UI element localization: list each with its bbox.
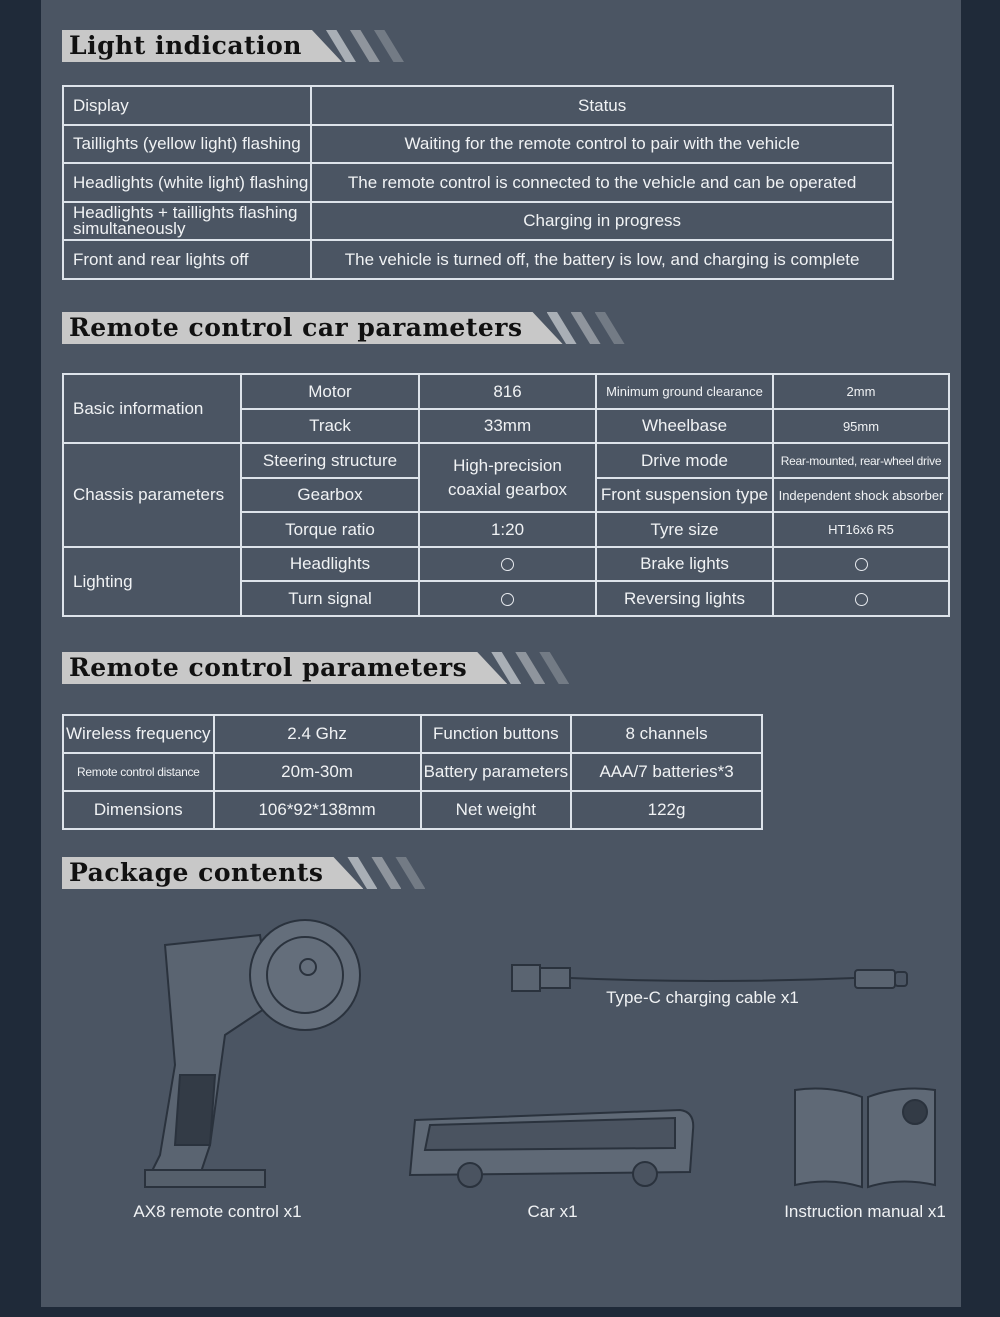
instruction-manual-image xyxy=(794,1087,936,1189)
section-header-remote: Remote control parameters xyxy=(62,652,570,684)
section-header-car: Remote control car parameters xyxy=(62,312,625,344)
package-remote-label: AX8 remote control x1 xyxy=(133,1202,302,1221)
remote-control-image xyxy=(144,919,361,1188)
available-circle-icon xyxy=(854,558,868,572)
section-header-light: Light indication xyxy=(62,30,404,62)
available-circle-icon xyxy=(501,558,514,572)
stripes-decoration xyxy=(491,652,570,684)
available-circle-icon xyxy=(854,592,868,606)
package-manual-label: Instruction manual x1 xyxy=(784,1202,946,1221)
available-circle-icon xyxy=(501,592,514,606)
car-bus-image xyxy=(408,1108,695,1188)
package-cable-label: Type-C charging cable x1 xyxy=(606,988,799,1007)
section-header-package: Package contents xyxy=(62,857,426,889)
stripes-decoration xyxy=(347,857,426,889)
stripes-decoration xyxy=(546,312,625,344)
stripes-decoration xyxy=(325,30,404,62)
package-car-label: Car x1 xyxy=(527,1202,578,1221)
charging-cable-image xyxy=(511,964,908,992)
